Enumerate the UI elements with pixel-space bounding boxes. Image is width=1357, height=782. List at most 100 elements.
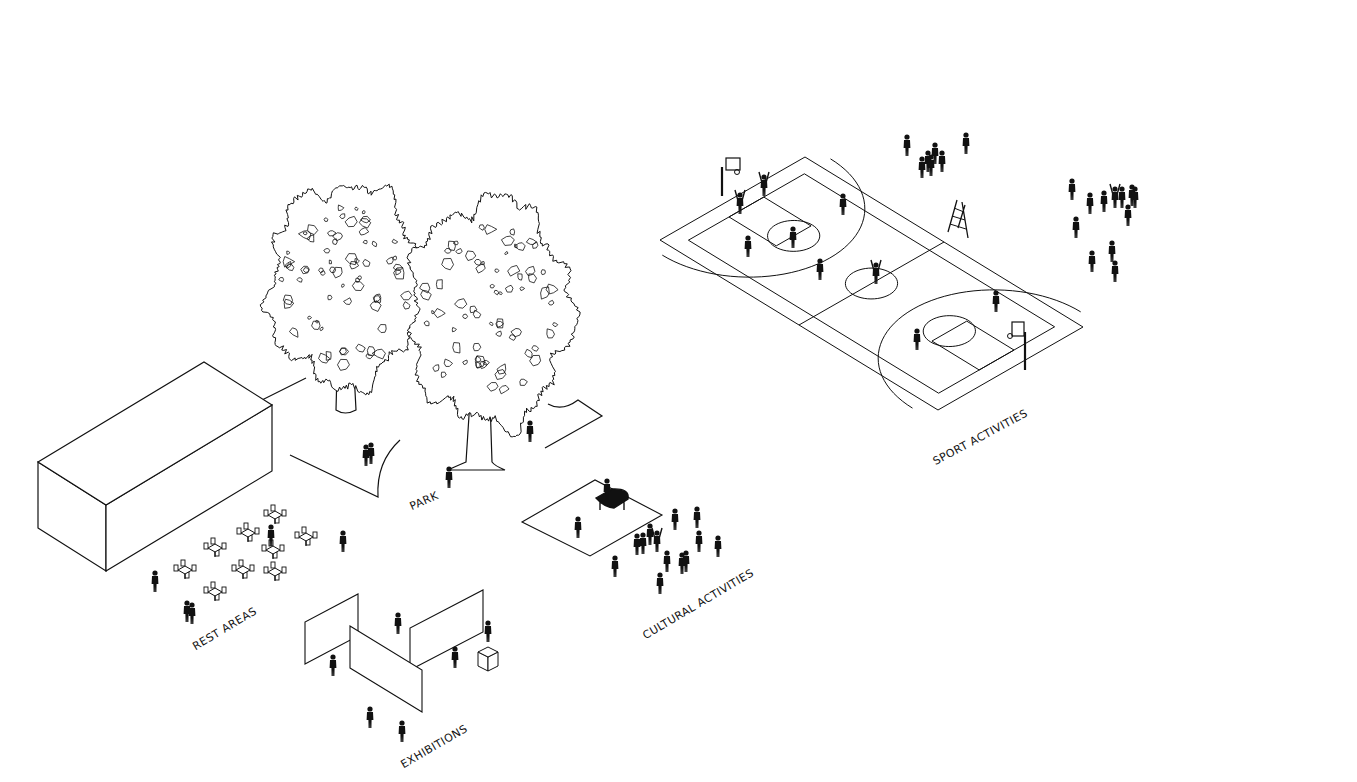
zone-outline	[6, 426, 388, 663]
foliage-detail	[520, 287, 525, 291]
person-body	[993, 296, 1000, 312]
foliage-detail	[421, 290, 432, 300]
table-top	[266, 546, 280, 554]
person-head	[330, 654, 335, 659]
person-body	[1087, 198, 1094, 214]
person-body	[914, 334, 921, 350]
zone-label: EXHIBITIONS	[399, 722, 470, 771]
person-figure	[1110, 184, 1120, 208]
foliage-detail	[393, 256, 396, 260]
person-body	[340, 536, 347, 552]
person-head	[790, 226, 795, 231]
person-figure	[399, 720, 406, 742]
person-body	[1101, 196, 1108, 212]
person-figure	[575, 516, 582, 538]
foliage-detail	[355, 207, 358, 210]
person-head	[1132, 186, 1137, 191]
table-set	[204, 538, 226, 557]
person-figure	[1069, 178, 1076, 200]
tree-figure	[260, 184, 428, 413]
foliage-detail	[479, 225, 484, 230]
zone-label: PARK	[408, 489, 441, 513]
person-body	[1109, 246, 1116, 262]
person-head	[647, 523, 652, 528]
piano-symbol	[596, 489, 628, 510]
chair-symbol	[244, 523, 248, 529]
foliage-detail	[303, 232, 307, 235]
foliage-detail	[284, 299, 294, 308]
person-body	[575, 522, 582, 538]
person-figure	[993, 290, 1000, 312]
foliage-detail	[495, 269, 499, 272]
foliage-detail	[509, 335, 515, 340]
person-body	[395, 618, 402, 634]
foliage-detail	[442, 258, 454, 269]
person-head	[485, 620, 490, 625]
foliage-detail	[520, 379, 528, 385]
foliage-detail	[420, 283, 430, 293]
foliage-detail	[452, 327, 456, 331]
foliage-detail	[482, 261, 485, 264]
foliage-detail	[283, 257, 294, 268]
foliage-detail	[455, 299, 467, 309]
person-head	[694, 506, 699, 511]
person-body	[715, 541, 722, 557]
person-body	[527, 426, 534, 442]
walkway-line	[258, 378, 306, 402]
table-top	[241, 529, 255, 537]
foliage-detail	[541, 287, 550, 299]
foliage-detail	[363, 259, 370, 266]
zone-label: CULTURAL ACTIVITIES	[640, 567, 756, 643]
zone-border	[8, 428, 386, 661]
foliage-detail	[498, 292, 502, 295]
person-body	[790, 232, 797, 248]
person-body	[268, 530, 275, 546]
person-figure	[657, 572, 664, 594]
person-body	[1132, 192, 1139, 208]
basketball-court	[660, 157, 1083, 410]
foliage-detail	[514, 244, 517, 248]
key-area	[932, 321, 1014, 370]
person-body	[1119, 192, 1126, 208]
person-head	[1089, 250, 1094, 255]
person-head	[715, 535, 720, 540]
foliage-detail	[496, 331, 502, 336]
person-head	[612, 555, 617, 560]
person-figure	[817, 258, 824, 280]
person-figure	[340, 530, 347, 552]
foliage-detail	[525, 349, 532, 357]
person-head	[696, 530, 701, 535]
person-head	[575, 516, 580, 521]
center-circle	[845, 268, 897, 299]
person-body	[1073, 222, 1080, 238]
foliage-detail	[499, 385, 509, 393]
foliage-detail	[312, 321, 320, 329]
foliage-detail	[453, 241, 458, 245]
hoop-pole	[1024, 332, 1026, 370]
foliage-detail	[541, 270, 545, 275]
person-head	[634, 533, 639, 538]
person-figure	[696, 530, 703, 552]
person-body	[1089, 256, 1096, 272]
foliage-detail	[356, 278, 360, 282]
person-figure	[395, 612, 402, 634]
person-figure	[485, 620, 492, 642]
foliage-detail	[340, 348, 347, 355]
table-top	[268, 511, 282, 519]
person-figure	[928, 154, 935, 176]
foliage-detail	[401, 291, 412, 300]
zone-label: REST AREAS	[190, 605, 259, 653]
person-figure	[634, 533, 641, 555]
foliage-detail	[510, 229, 515, 235]
person-head	[1112, 260, 1117, 265]
foliage-detail	[279, 278, 284, 282]
foliage-detail	[490, 284, 495, 287]
three-point-arc	[878, 290, 1081, 408]
table-set	[174, 560, 196, 579]
person-body	[654, 536, 661, 552]
foliage-detail	[497, 319, 503, 328]
person-head	[919, 156, 924, 161]
person-body	[1069, 184, 1076, 200]
person-head	[368, 442, 373, 447]
